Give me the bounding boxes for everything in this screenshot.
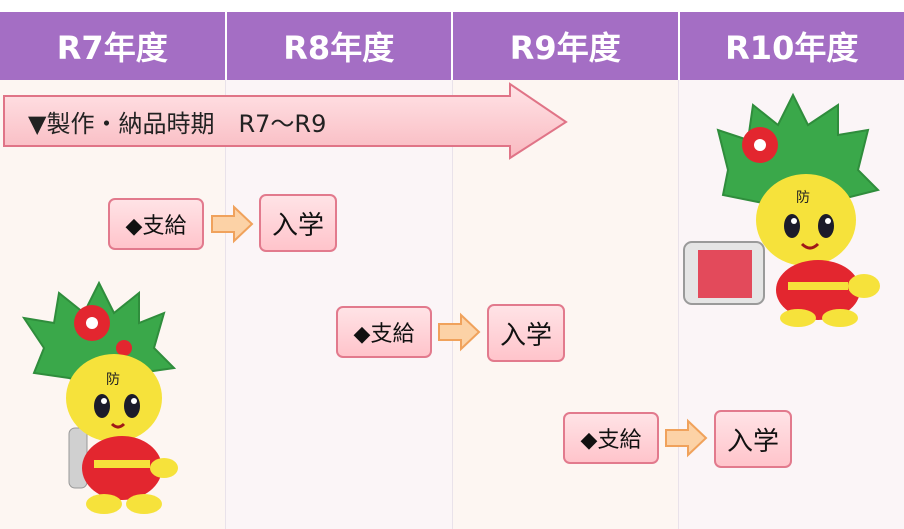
header-r7: R7年度 xyxy=(0,12,227,80)
header-r9: R9年度 xyxy=(453,12,680,80)
svg-text:防: 防 xyxy=(796,190,810,206)
svg-text:防: 防 xyxy=(106,372,120,388)
enroll-box-r10: 入学 xyxy=(714,410,792,468)
production-period-arrow xyxy=(3,82,568,160)
enroll-box-r9: 入学 xyxy=(487,304,565,362)
mascot-image-right: 防 xyxy=(683,92,880,327)
supply-box-r8: ◆支給 xyxy=(336,306,432,358)
flow-arrow-icon xyxy=(211,204,254,244)
supply-box-r9: ◆支給 xyxy=(563,412,659,464)
top-strip xyxy=(0,0,904,12)
flow-arrow-icon xyxy=(665,418,708,458)
year-header: R7年度 R8年度 R9年度 R10年度 xyxy=(0,12,904,80)
mascot-image-left: 防 xyxy=(21,280,178,514)
production-period-label: ▼製作・納品時期 R7〜R9 xyxy=(28,110,327,138)
supply-box-r7: ◆支給 xyxy=(108,198,204,250)
header-r8: R8年度 xyxy=(226,12,453,80)
enroll-box-r8: 入学 xyxy=(259,194,337,252)
flow-arrow-icon xyxy=(438,312,481,352)
header-r10: R10年度 xyxy=(679,12,904,80)
column-r8 xyxy=(226,80,453,529)
